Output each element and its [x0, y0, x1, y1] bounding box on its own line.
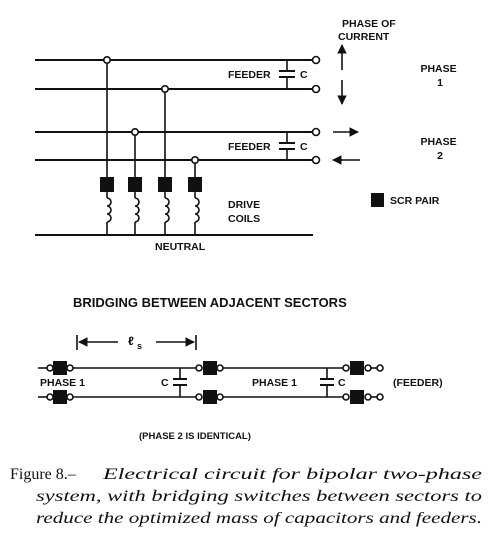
phase2-label: PHASE 2 — [420, 136, 459, 162]
capacitor-right — [320, 368, 334, 397]
scr-pair — [188, 177, 202, 192]
caption-line-2: system, with bridging switches between s… — [36, 488, 482, 505]
scr-pair — [128, 177, 142, 192]
drive-coil — [164, 192, 170, 235]
caption-label: Figure 8.– — [10, 466, 77, 483]
scr-pair — [158, 177, 172, 192]
drop-wire-3 — [161, 85, 170, 177]
scr-switch — [53, 390, 67, 404]
drive-coil — [194, 192, 200, 235]
capacitor-phase2 — [279, 132, 295, 160]
phase-right-label: PHASE 1 — [252, 377, 297, 389]
scr-pair-legend-icon — [371, 193, 384, 207]
bottom-circuit: ℓ s — [38, 334, 443, 442]
capacitor-left — [173, 368, 187, 397]
cap-left-label: C — [161, 377, 169, 389]
capacitor-phase1 — [279, 60, 295, 89]
cap1-label: C — [300, 69, 308, 81]
feeder-label: (FEEDER) — [393, 377, 443, 389]
figure-caption: Figure 8.– Electrical circuit for bipola… — [10, 466, 482, 527]
scr-pair — [100, 177, 114, 192]
neutral-label: NEUTRAL — [155, 241, 206, 253]
drive-coils-label: DRIVE COILS — [228, 199, 263, 225]
scr-pair-legend-label: SCR PAIR — [390, 195, 440, 207]
terminal — [311, 55, 321, 65]
drop-wire-4 — [191, 156, 200, 177]
scr-switch — [350, 361, 364, 375]
phase-left-label: PHASE 1 — [40, 377, 85, 389]
feeder2-label: FEEDER — [228, 141, 271, 153]
top-circuit: PHASE OF CURRENT PHASE 1 PHASE 2 FEEDER … — [35, 18, 459, 253]
caption-line-1: Electrical circuit for bipolar two-phase — [101, 466, 482, 483]
terminal — [311, 84, 321, 94]
phase2-note: (PHASE 2 IS IDENTICAL) — [139, 431, 251, 442]
drive-coil — [134, 192, 140, 235]
terminal — [311, 155, 321, 165]
scr-switch — [203, 390, 217, 404]
phase-of-current-label: PHASE OF CURRENT — [338, 18, 399, 43]
terminal — [311, 127, 321, 137]
cap2-label: C — [300, 141, 308, 153]
length-label: ℓ — [128, 334, 134, 348]
drive-coil — [106, 192, 112, 235]
cap-right-label: C — [338, 377, 346, 389]
drop-wire-1 — [103, 55, 112, 177]
scr-switch — [53, 361, 67, 375]
section-title: BRIDGING BETWEEN ADJACENT SECTORS — [73, 295, 347, 310]
phase1-label: PHASE 1 — [420, 63, 459, 89]
length-subscript: s — [137, 341, 142, 351]
caption-line-3: reduce the optimized mass of capacitors … — [36, 510, 482, 527]
scr-switch — [203, 361, 217, 375]
feeder1-label: FEEDER — [228, 69, 271, 81]
scr-switch — [350, 390, 364, 404]
drop-wire-2 — [131, 128, 140, 177]
